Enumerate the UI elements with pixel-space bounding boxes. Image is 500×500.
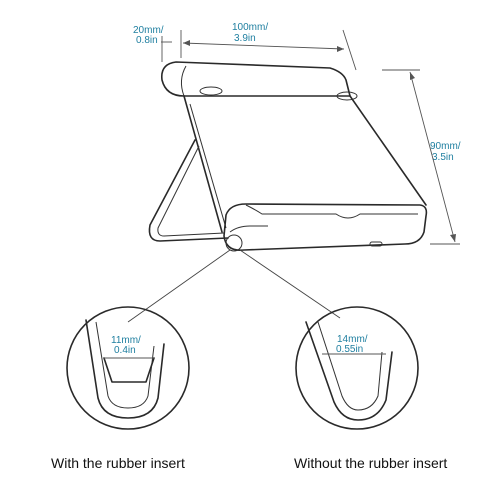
detail-left-outer-u bbox=[85, 319, 165, 419]
height-in-label: 3.5in bbox=[432, 152, 454, 163]
leader-line-right bbox=[239, 249, 341, 319]
stand-kickstand-inner bbox=[157, 145, 225, 237]
stand-plate-inner-edge bbox=[189, 103, 227, 229]
detail-right-outer-u bbox=[305, 321, 393, 421]
stand-kickstand bbox=[148, 139, 229, 242]
height-arrow-top bbox=[410, 72, 415, 80]
leader-line-left bbox=[127, 249, 231, 323]
stand-cradle-curve bbox=[229, 225, 268, 233]
stand-slot-right bbox=[336, 91, 358, 101]
depth-mm-label: 20mm/ bbox=[133, 25, 164, 36]
width-arrow-left bbox=[183, 40, 190, 46]
width-dimension: 100mm/ 3.9in bbox=[182, 22, 357, 71]
width-in-label: 3.9in bbox=[234, 33, 256, 44]
stand-cradle-lip bbox=[245, 204, 418, 219]
stand-top-bar bbox=[160, 61, 351, 97]
stand-rubber-foot bbox=[369, 241, 383, 247]
height-dimension-line bbox=[409, 71, 456, 243]
tablet-stand-drawing bbox=[148, 61, 428, 252]
detail-circle-right bbox=[295, 306, 419, 430]
caption-without-insert: Without the rubber insert bbox=[294, 455, 447, 471]
depth-in-label: 0.8in bbox=[136, 35, 158, 46]
width-arrow-right bbox=[337, 46, 344, 52]
detail-right-in-label: 0.55in bbox=[336, 344, 363, 355]
stand-front-cradle bbox=[223, 203, 428, 252]
width-dimension-line bbox=[182, 42, 345, 50]
detail-right-mm-label: 14mm/ bbox=[337, 334, 368, 345]
height-mm-label: 90mm/ bbox=[430, 141, 461, 152]
depth-dimension: 20mm/ 0.8in bbox=[133, 25, 182, 62]
height-arrow-bottom bbox=[450, 234, 456, 242]
detail-with-insert: 11mm/ 0.4in With the rubber insert bbox=[51, 306, 190, 471]
caption-with-insert: With the rubber insert bbox=[51, 455, 185, 471]
stand-slot-left bbox=[199, 86, 223, 96]
width-extension-right bbox=[342, 29, 357, 71]
height-dimension: 90mm/ 3.5in bbox=[382, 69, 461, 245]
detail-right-inner-u bbox=[317, 321, 383, 411]
stand-plate-right-edge bbox=[349, 95, 427, 206]
stand-plate-left-edge bbox=[183, 95, 223, 233]
detail-focus-circle bbox=[225, 234, 243, 252]
detail-without-insert: 14mm/ 0.55in Without the rubber insert bbox=[294, 306, 447, 471]
width-mm-label: 100mm/ bbox=[232, 22, 268, 33]
detail-left-mm-label: 11mm/ bbox=[111, 335, 141, 346]
stand-roll-curve bbox=[180, 65, 187, 97]
detail-left-rubber-insert bbox=[103, 357, 155, 383]
detail-left-inner-u bbox=[95, 321, 155, 409]
detail-circle-left bbox=[66, 306, 190, 430]
detail-left-in-label: 0.4in bbox=[114, 345, 136, 356]
